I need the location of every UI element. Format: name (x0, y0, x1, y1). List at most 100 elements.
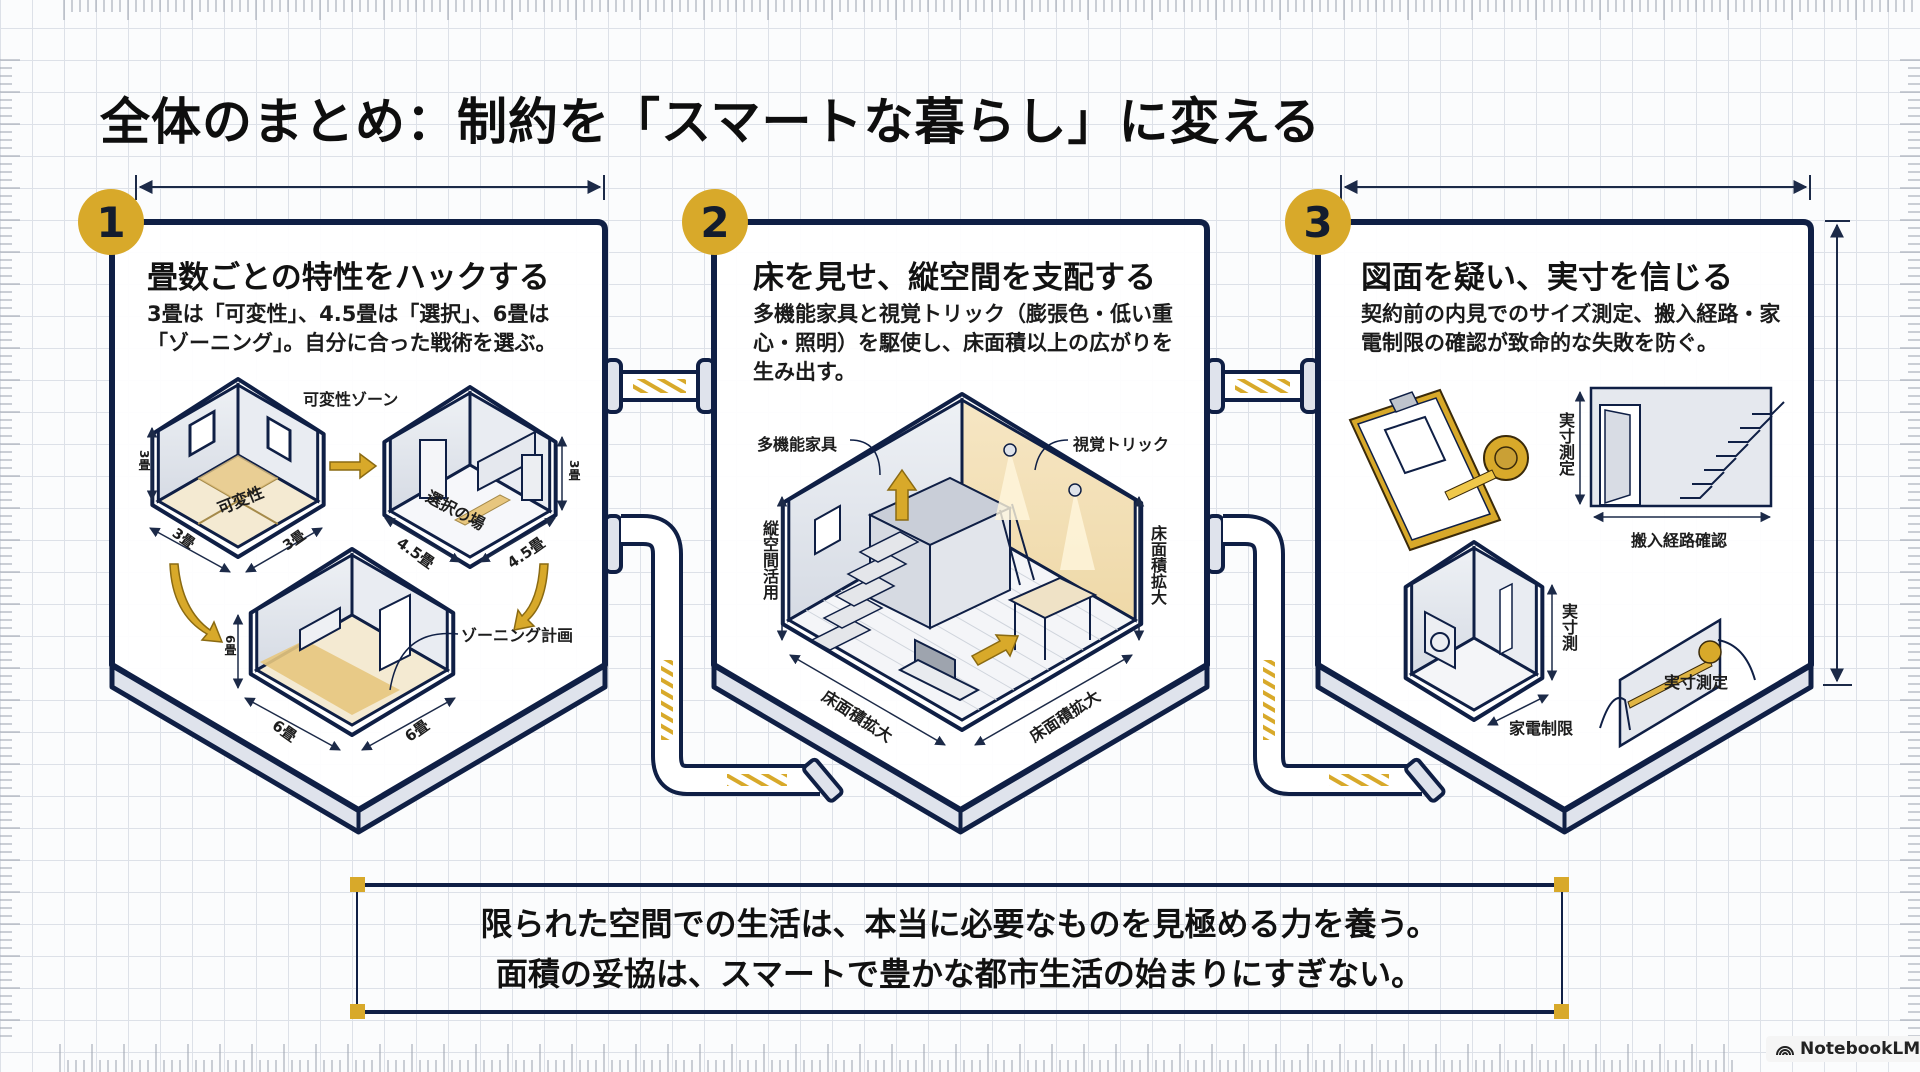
tatami-mat (198, 455, 278, 501)
dimension-arrow (149, 527, 231, 573)
label-appliance-limit: 家電制限 (1509, 719, 1574, 738)
panel-3-description: 契約前の内見でのサイズ測定、搬入経路・家電制限の確認が致命的な失敗を防ぐ。 (1361, 302, 1781, 355)
dimension-line-top-3 (1340, 175, 1811, 200)
connector-pipes (603, 358, 1446, 803)
dimension-arrow (1487, 694, 1549, 726)
notebooklm-logo-icon (1776, 1046, 1794, 1056)
rug-icon (453, 494, 512, 526)
label-multifunction-furniture: 多機能家具 (757, 435, 838, 454)
clip-icon (1388, 391, 1420, 413)
door-leaf (1604, 409, 1631, 505)
hand-icon (1599, 697, 1631, 731)
dimension-arrow (789, 654, 946, 746)
step-badge-1: 1 (78, 189, 144, 255)
dimension-arrow (974, 654, 1133, 746)
stair-step (1692, 471, 1725, 485)
pipe-stripes (1329, 774, 1389, 786)
room-outline (382, 385, 558, 569)
corner-marker (350, 877, 365, 892)
zone-area (260, 640, 400, 715)
label-vertical-space: 縦空間活用 (760, 520, 779, 600)
dimension-arrow (244, 697, 341, 751)
loft-room-illustration (776, 392, 1145, 746)
label-floor-expand-right: 床面積拡大 (1148, 525, 1167, 605)
corner-marker (1554, 1004, 1569, 1019)
table-icon (1007, 576, 1098, 620)
brand-label: NotebookLM (1800, 1039, 1920, 1059)
summary-line-1: 限られた空間での生活は、本当に必要なものを見極める力を養う。 (480, 905, 1439, 943)
tape-strip (1444, 469, 1497, 501)
dimension-line-right (1823, 220, 1852, 686)
stair-step (1740, 415, 1773, 429)
pipe-flange (1404, 757, 1446, 803)
hand-icon (1717, 639, 1756, 681)
leader-line (389, 632, 459, 691)
label-flex-zone: 可変性ゾーン (303, 390, 399, 409)
stair-step (1680, 485, 1713, 499)
panel-1-title: 畳数ごとの特性をハックする (147, 260, 550, 296)
pipe-stripes (661, 660, 673, 740)
dimension-arrow (479, 517, 556, 563)
panel-1-description: 3畳は「可変性」、4.5畳は「選択」、6畳は「ゾーニング」。自分に合った戦術を選… (147, 302, 557, 355)
label-zoning-plan: ゾーニング計画 (461, 626, 574, 645)
arrow-curve-right-icon (513, 563, 549, 631)
dimension-arrow (245, 527, 323, 573)
pipe-stripes (727, 774, 787, 786)
label-delivery-route: 搬入経路確認 (1631, 531, 1728, 550)
room-outline (248, 547, 456, 737)
panel-3-title: 図面を疑い、実寸を信じる (1361, 260, 1733, 296)
stair-step (858, 531, 920, 563)
room-outline (150, 377, 326, 559)
window-icon (814, 504, 841, 556)
step-badge-3: 3 (1285, 189, 1351, 255)
corner-marker (350, 1004, 365, 1019)
label-room6-height: 6畳 (223, 635, 237, 656)
panel-2-description: 多機能家具と視覚トリック（膨張色・低い重心・照明）を駆使し、床面積以上の広がりを… (753, 302, 1173, 384)
dimension-line-top-1 (135, 175, 605, 200)
pipe-stripes (1235, 379, 1290, 393)
window-icon (266, 415, 292, 463)
ceiling-light-icon (1003, 443, 1017, 457)
dimension-arrow (384, 517, 461, 563)
summary-line-2: 面積の妥協は、スマートで豊かな都市生活の始まりにすぎない。 (495, 955, 1424, 993)
tatami-rooms-illustration (146, 377, 568, 751)
window-icon (188, 409, 216, 458)
summary-box: 限られた空間での生活は、本当に必要なものを見極める力を養う。 面積の妥協は、スマ… (357, 886, 1562, 1012)
door-icon (1499, 582, 1513, 656)
light-beam (995, 450, 1030, 520)
floorplan-icon (1383, 415, 1447, 475)
label-actual-measure: 実寸測定 (1556, 412, 1575, 476)
light-beam (1060, 490, 1095, 570)
tape-measure-icon (1698, 640, 1722, 664)
pipe-flange (802, 757, 844, 803)
arrow-up-icon (886, 468, 918, 521)
label-hand-measure: 実寸測定 (1664, 673, 1729, 692)
fridge-icon (521, 454, 543, 501)
tape-strip (1627, 659, 1713, 709)
label-actual-measure-2: 実寸測 (1559, 603, 1578, 651)
summary-frame (350, 877, 1569, 1019)
arrow-right-icon (329, 452, 378, 480)
washing-machine-icon (1424, 610, 1456, 670)
step-badge-2: 2 (682, 189, 748, 255)
door-icon (379, 593, 411, 672)
notebooklm-watermark: NotebookLM (1766, 1036, 1920, 1062)
page-title: 全体のまとめ：制約を「スマートな暮らし」に変える (100, 93, 1321, 151)
stair-step (1752, 401, 1785, 415)
leader-line (1034, 439, 1069, 471)
ceiling-light-icon (1068, 483, 1082, 497)
closet-icon (419, 439, 447, 499)
room-outline (1403, 540, 1545, 722)
label-room3-height: 3畳 (137, 450, 151, 471)
arrow-curve-left-icon (169, 563, 224, 643)
pipe-stripes (1263, 660, 1275, 740)
panel-2-title: 床を見せ、縦空間を支配する (753, 260, 1156, 296)
dimension-arrow (361, 697, 456, 751)
label-room45-height: 3畳 (567, 460, 581, 481)
sofa-icon (299, 606, 341, 652)
stair-step (1716, 443, 1749, 457)
pipe-stripes (633, 379, 686, 393)
